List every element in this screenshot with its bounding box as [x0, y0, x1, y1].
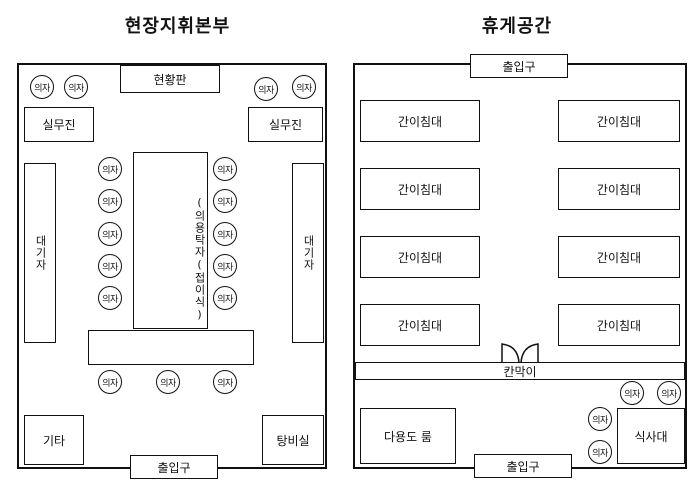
partition: 칸막이 — [355, 362, 685, 380]
entrance-bottom: 출입구 — [474, 454, 572, 478]
chair: 의자 — [213, 286, 237, 310]
chair: 의자 — [213, 189, 237, 213]
chair: 의자 — [213, 370, 237, 394]
chair: 의자 — [657, 381, 681, 405]
chair: 의자 — [98, 286, 122, 310]
status-board: 현황판 — [120, 65, 220, 93]
chair: 의자 — [64, 75, 88, 99]
chair: 의자 — [213, 254, 237, 278]
entrance-left: 출입구 — [130, 455, 218, 479]
waiting-area-left: 대기자 — [24, 163, 56, 343]
waiting-area-right: 대기자 — [292, 163, 324, 343]
chair: 의자 — [98, 370, 122, 394]
multipurpose-room: 다용도 룸 — [360, 408, 456, 464]
work-desk-right: 실무진 — [248, 107, 323, 142]
chair: 의자 — [156, 370, 180, 394]
horizontal-table — [88, 330, 254, 365]
chair: 의자 — [98, 222, 122, 246]
cot: 간이침대 — [360, 236, 480, 278]
chair: 의자 — [620, 381, 644, 405]
cot: 간이침대 — [558, 304, 680, 346]
chair: 의자 — [588, 407, 612, 431]
work-desk-left: 실무진 — [24, 107, 94, 142]
door-icon — [501, 343, 539, 364]
cot: 간이침대 — [558, 100, 680, 142]
chair: 의자 — [588, 440, 612, 464]
cot: 간이침대 — [558, 168, 680, 210]
chair: 의자 — [30, 75, 54, 99]
misc-area: 기타 — [24, 415, 84, 465]
cot: 간이침대 — [360, 304, 480, 346]
cot: 간이침대 — [558, 236, 680, 278]
cot: 간이침대 — [360, 100, 480, 142]
chair: 의자 — [98, 189, 122, 213]
chair: 의자 — [292, 75, 316, 99]
chair: 의자 — [213, 157, 237, 181]
entrance-top: 출입구 — [470, 54, 568, 78]
cot: 간이침대 — [360, 168, 480, 210]
title-rest-area: 휴게공간 — [481, 16, 553, 37]
folding-table: (의용탁자(접이식) — [133, 152, 208, 329]
chair: 의자 — [254, 77, 278, 101]
title-command-post: 현장지휘본부 — [124, 16, 231, 37]
dining-table: 식사대 — [617, 408, 685, 464]
pantry: 탕비실 — [262, 415, 324, 465]
chair: 의자 — [98, 254, 122, 278]
chair: 의자 — [98, 157, 122, 181]
chair: 의자 — [213, 222, 237, 246]
